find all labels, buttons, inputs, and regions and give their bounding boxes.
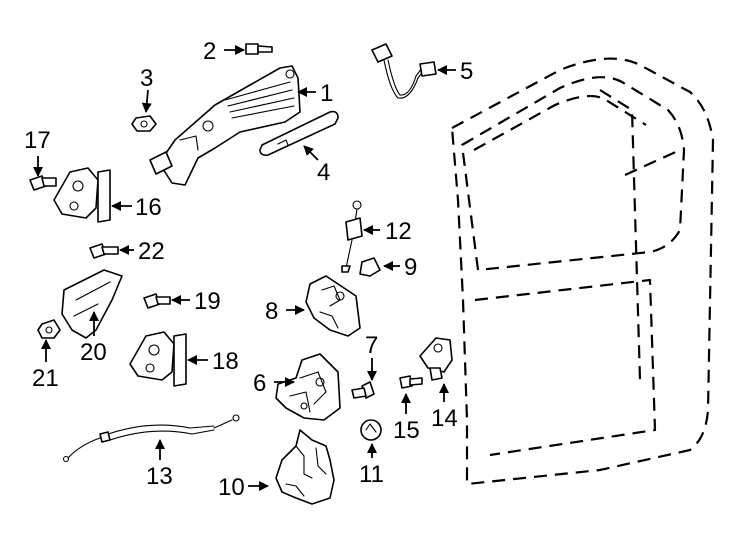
callout-18: 18 (212, 348, 239, 375)
door-check-part (61, 269, 123, 339)
handle-bracket-part (149, 65, 301, 186)
nut-part-3 (131, 115, 157, 132)
bolt-part-22 (89, 243, 119, 259)
callout-15: 15 (393, 417, 420, 444)
callout-20: 20 (80, 339, 107, 366)
callout-6: 6 (253, 370, 266, 397)
plug-part (360, 419, 382, 441)
callout-5: 5 (460, 58, 473, 85)
callout-8: 8 (265, 298, 278, 325)
callout-1: 1 (320, 80, 333, 107)
callout-14: 14 (431, 405, 458, 432)
screw-part-2 (245, 43, 273, 55)
bolt-part-19 (143, 293, 171, 309)
rear-door-outline (450, 57, 715, 486)
callout-labels: 1 2 3 4 5 6 7 8 9 10 11 12 13 14 15 16 1… (24, 38, 473, 501)
callout-13: 13 (146, 463, 173, 490)
striker-part (419, 337, 453, 381)
cover-plate-part (259, 110, 339, 156)
callout-3: 3 (140, 65, 153, 92)
latch-bracket-part (305, 275, 361, 337)
lock-rod-part (341, 200, 363, 273)
latch-housing-part (275, 429, 335, 505)
lower-hinge-part (129, 331, 187, 387)
callout-12: 12 (385, 218, 412, 245)
hinge-bolt-part-17 (29, 175, 57, 191)
callout-16: 16 (135, 194, 162, 221)
callout-7: 7 (365, 332, 378, 359)
striker-screw-part (399, 375, 423, 389)
upper-hinge-part (53, 167, 111, 223)
nut-part-21 (37, 319, 61, 339)
grommet-part (359, 257, 381, 277)
callout-22: 22 (138, 238, 165, 265)
callout-21: 21 (32, 365, 59, 392)
callout-2: 2 (203, 38, 216, 65)
callout-9: 9 (404, 254, 417, 281)
control-cable-part (62, 414, 240, 463)
callout-10: 10 (218, 474, 245, 501)
door-latch-part (275, 353, 341, 421)
bolt-part-7 (351, 381, 375, 399)
callout-4: 4 (317, 159, 330, 186)
callout-17: 17 (24, 127, 51, 154)
leader-arrows (33, 45, 456, 491)
wiring-harness-part (371, 43, 437, 99)
callout-19: 19 (194, 288, 221, 315)
callout-11: 11 (359, 461, 384, 488)
